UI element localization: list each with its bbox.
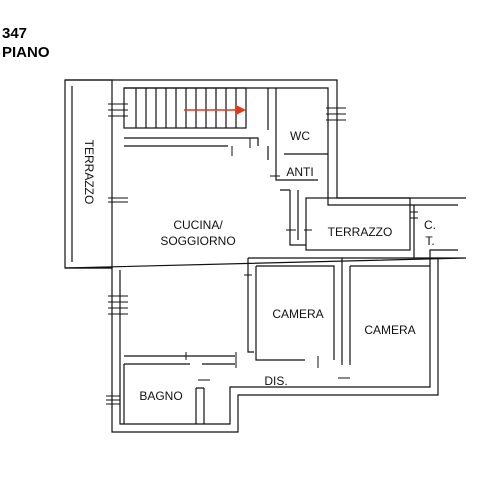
- label-ct-line1: C.: [424, 218, 436, 232]
- label-terrazzo-right: TERRAZZO: [328, 225, 393, 239]
- stair-arrow-icon: [184, 105, 246, 115]
- label-dis: DIS.: [264, 374, 287, 388]
- corridor-top-wall: [124, 355, 235, 365]
- window-left-top: [108, 103, 128, 117]
- label-cucina: CUCINA/: [173, 218, 223, 232]
- label-anti: ANTI: [286, 165, 313, 179]
- plan-number: 347: [2, 25, 28, 42]
- terrazzo-left-outline: [64, 79, 113, 269]
- window-bagno: [106, 395, 120, 405]
- window-ct: [410, 211, 418, 219]
- window-left-mid: [108, 197, 128, 203]
- window-terrace-right-b: [366, 257, 388, 267]
- label-soggiorno: SOGGIORNO: [160, 234, 235, 248]
- corridor-wall: [289, 190, 306, 246]
- window-left-low: [108, 295, 128, 315]
- bagno-wall: [123, 364, 205, 424]
- label-terrazzo-left: TERRAZZO: [82, 140, 96, 205]
- stair-steps: [135, 88, 237, 128]
- label-ct-line2: T.: [425, 234, 434, 248]
- anti-wall: [267, 146, 290, 191]
- door-marks: [185, 138, 350, 381]
- window-terrace-right-a: [310, 257, 330, 267]
- stair-outline: [123, 87, 247, 129]
- plan-header: 347 PIANO: [2, 24, 50, 62]
- label-camera-left: CAMERA: [272, 307, 323, 321]
- wall-below-stair: [124, 137, 259, 147]
- terrazzo-right-outline: [305, 197, 411, 251]
- label-camera-right: CAMERA: [364, 323, 415, 337]
- label-bagno: BAGNO: [139, 389, 182, 403]
- wc-wall: [267, 88, 318, 181]
- window-wc: [326, 107, 346, 121]
- windows: [106, 103, 418, 405]
- label-wc: WC: [290, 129, 310, 143]
- walls: [64, 79, 467, 433]
- floor-label: PIANO: [2, 44, 50, 61]
- camera-right-wall: [342, 257, 438, 365]
